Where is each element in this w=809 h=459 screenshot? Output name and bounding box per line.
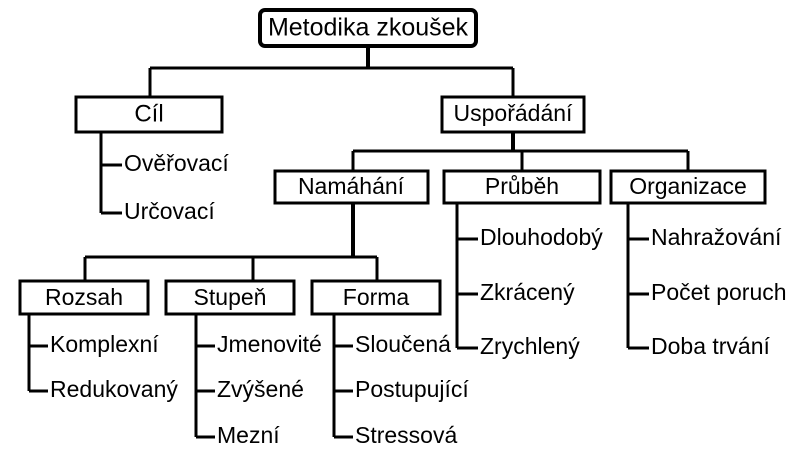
node-forma[interactable]: Forma xyxy=(310,279,442,316)
leaf-item[interactable]: Komplexní xyxy=(50,331,159,357)
connector-group-rozsah-leaves xyxy=(27,314,48,393)
leaf-item[interactable]: Jmenovité xyxy=(217,331,322,357)
leaf-item[interactable]: Zrychlený xyxy=(480,333,580,359)
leaf-group-cil: Ověřovací Určovací xyxy=(124,150,229,224)
node-forma-label: Forma xyxy=(343,284,410,310)
node-prubeh-box xyxy=(442,169,602,205)
leaf-item[interactable]: Zkrácený xyxy=(480,279,575,305)
leaf-item[interactable]: Mezní xyxy=(217,422,280,448)
node-stupen-box xyxy=(164,279,296,316)
connector-group-stupen-leaves xyxy=(194,314,215,439)
node-namahani-label: Namáhání xyxy=(298,173,405,199)
node-organizace[interactable]: Organizace xyxy=(609,169,767,205)
connector-group-cil-leaves xyxy=(99,132,122,215)
node-cil-label: Cíl xyxy=(134,100,163,127)
leaf-group-rozsah: Komplexní Redukovaný xyxy=(50,331,178,402)
node-namahani-box xyxy=(273,169,430,205)
leaf-item[interactable]: Dlouhodobý xyxy=(480,224,603,250)
node-rozsah[interactable]: Rozsah xyxy=(18,279,150,316)
connector-group-prubeh-leaves xyxy=(455,203,478,350)
node-usporadani[interactable]: Uspořádání xyxy=(440,95,586,134)
node-stupen[interactable]: Stupeň xyxy=(164,279,296,316)
node-organizace-label: Organizace xyxy=(629,173,747,199)
connector-group-organizace-leaves xyxy=(626,203,649,350)
node-organizace-box xyxy=(609,169,767,205)
node-cil[interactable]: Cíl xyxy=(74,95,224,134)
node-rozsah-box xyxy=(18,279,150,316)
leaf-item[interactable]: Zvýšené xyxy=(217,376,304,402)
leaf-item[interactable]: Určovací xyxy=(124,198,215,224)
connector-group-forma-leaves xyxy=(332,314,353,439)
node-stupen-label: Stupeň xyxy=(194,284,267,310)
connector-group-usporadani xyxy=(351,132,690,172)
node-usporadani-label: Uspořádání xyxy=(454,100,574,126)
node-cil-box xyxy=(74,95,224,134)
node-prubeh-label: Průběh xyxy=(485,173,559,199)
node-root[interactable]: Metodika zkoušek xyxy=(258,8,478,48)
node-namahani[interactable]: Namáhání xyxy=(273,169,430,205)
leaf-item[interactable]: Sloučená xyxy=(355,331,451,357)
leaf-item[interactable]: Počet poruch xyxy=(651,279,787,305)
connector-group-root xyxy=(148,46,515,97)
node-forma-box xyxy=(310,279,442,316)
node-root-label: Metodika zkoušek xyxy=(268,14,469,42)
node-prubeh[interactable]: Průběh xyxy=(442,169,602,205)
leaf-item[interactable]: Ověřovací xyxy=(124,150,229,176)
leaf-item[interactable]: Redukovaný xyxy=(50,376,178,402)
node-rozsah-label: Rozsah xyxy=(45,284,123,310)
connector-group-namahani xyxy=(83,202,379,281)
node-usporadani-box xyxy=(440,95,586,134)
leaf-item[interactable]: Postupující xyxy=(355,376,469,402)
leaf-item[interactable]: Nahražování xyxy=(651,224,782,250)
leaf-group-prubeh: Dlouhodobý Zkrácený Zrychlený xyxy=(480,224,603,359)
leaf-item[interactable]: Stressová xyxy=(355,422,457,448)
leaf-group-stupen: Jmenovité Zvýšené Mezní xyxy=(217,331,322,448)
leaf-group-forma: Sloučená Postupující Stressová xyxy=(355,331,469,448)
leaf-item[interactable]: Doba trvání xyxy=(651,333,771,359)
node-root-box xyxy=(258,8,478,48)
leaf-group-organizace: Nahražování Počet poruch Doba trvání xyxy=(651,224,787,359)
